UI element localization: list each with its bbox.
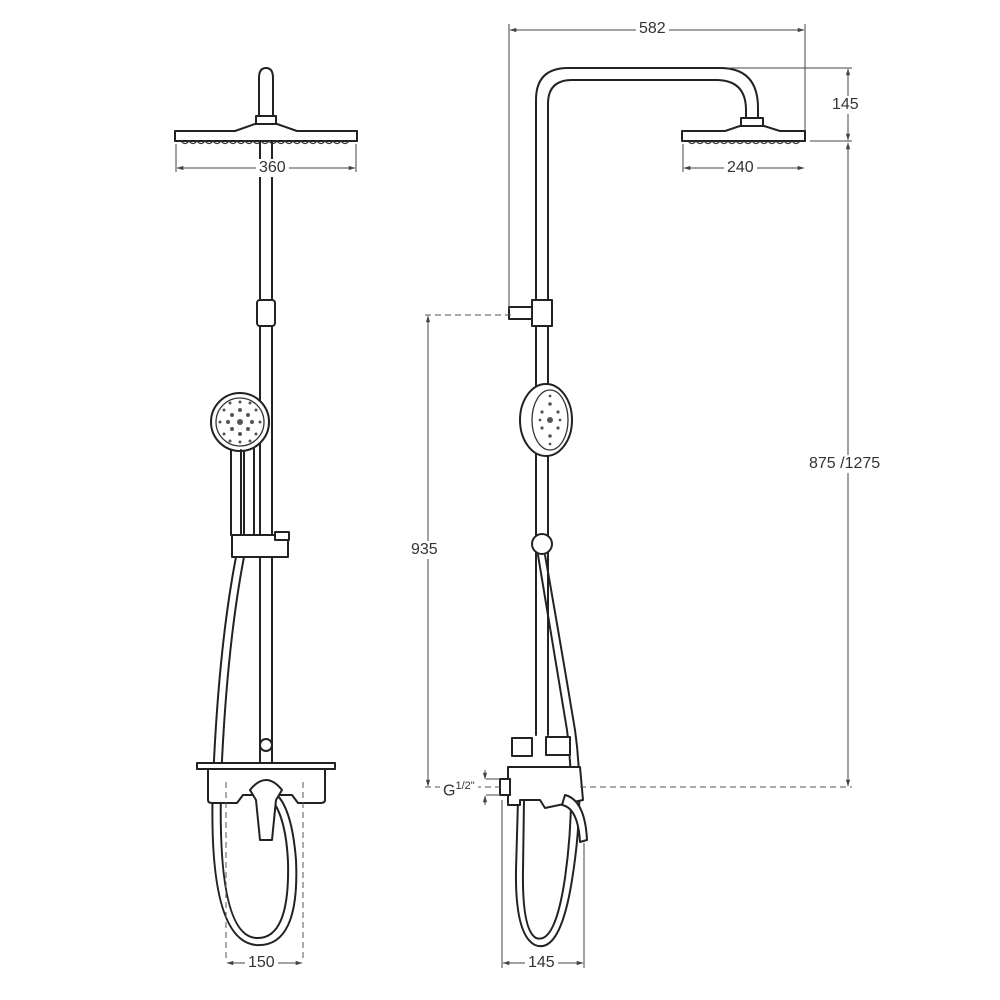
dim-side-head-width: 240	[724, 159, 757, 177]
mixer-lever-side	[561, 794, 588, 843]
side-collar	[531, 299, 553, 327]
dim-side-head-height: 145	[829, 96, 862, 114]
mixer-lever-front	[249, 779, 283, 841]
thread-g: G	[443, 782, 456, 800]
dim-side-bar-height: 935	[408, 541, 441, 559]
dim-front-centers: 150	[245, 954, 278, 972]
side-holder	[531, 533, 553, 555]
front-view	[174, 67, 358, 966]
rain-shower-head-front	[174, 123, 358, 142]
hose-side	[514, 554, 581, 948]
column-screw	[259, 738, 273, 752]
thread-fraction: 1/2	[455, 780, 471, 792]
dim-connection-thread: G1/2"	[440, 777, 478, 801]
dim-side-reach: 582	[636, 20, 669, 38]
head-nozzles	[180, 139, 350, 145]
hose-front	[211, 556, 298, 947]
hand-shower-head-side	[519, 383, 573, 457]
valve-cap	[545, 736, 571, 756]
riser-top	[258, 67, 274, 125]
hand-shower-nozzles	[218, 400, 262, 444]
rain-shower-head-side	[681, 125, 806, 142]
dim-front-head-width: 360	[256, 159, 289, 177]
inlet-connection	[499, 778, 511, 796]
dim-side-column-height: 875 /1275	[806, 455, 884, 473]
dim-side-projection: 145	[525, 954, 558, 972]
side-view	[425, 24, 852, 968]
shower-arm	[535, 67, 759, 301]
thread-inch: "	[470, 780, 475, 792]
diverter	[511, 737, 533, 757]
height-adjust-collar	[256, 299, 276, 327]
hand-shower-holder	[231, 534, 289, 558]
wall-bracket	[508, 306, 533, 320]
